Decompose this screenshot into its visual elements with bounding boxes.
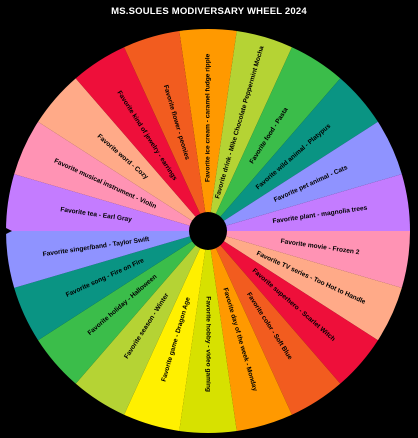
wheel-segment[interactable] — [208, 47, 341, 231]
wheel-segment[interactable] — [208, 174, 410, 231]
wheel-segment[interactable] — [208, 231, 292, 431]
wheel-segment[interactable] — [208, 78, 378, 231]
wheel-segment[interactable] — [124, 231, 208, 431]
wheel-segment-label: Favorite ice cream - caramel fudge rippl… — [205, 53, 212, 182]
wheel-segment[interactable] — [208, 231, 378, 384]
wheel-segment[interactable] — [208, 231, 410, 288]
wheel-segment[interactable] — [124, 31, 208, 232]
wheel-segment[interactable] — [14, 231, 209, 341]
wheel-segment[interactable] — [14, 121, 209, 231]
wheel-segment[interactable] — [208, 121, 402, 231]
wheel-segments[interactable] — [5, 29, 410, 433]
wheel-segment[interactable] — [5, 174, 208, 231]
wheel-segment[interactable] — [6, 231, 208, 288]
wheel-segment[interactable] — [179, 231, 237, 433]
wheel-segment[interactable] — [75, 47, 208, 231]
wheel-segment[interactable] — [75, 231, 208, 415]
wheel-center-hub[interactable] — [189, 212, 227, 250]
wheel-pointer-icon — [4, 227, 12, 235]
wheel-segment[interactable] — [38, 231, 208, 384]
wheel-title: MS.SOULES MODIVERSARY WHEEL 2024 — [111, 6, 307, 17]
wheel-segment[interactable] — [38, 78, 208, 231]
wheel-segment[interactable] — [208, 31, 292, 232]
wheel-segment[interactable] — [179, 29, 237, 231]
wheel-segment[interactable] — [208, 231, 341, 415]
wheel-segment[interactable] — [208, 231, 402, 341]
wheel-segment-label: Favorite hobby - video gaming — [205, 296, 212, 392]
